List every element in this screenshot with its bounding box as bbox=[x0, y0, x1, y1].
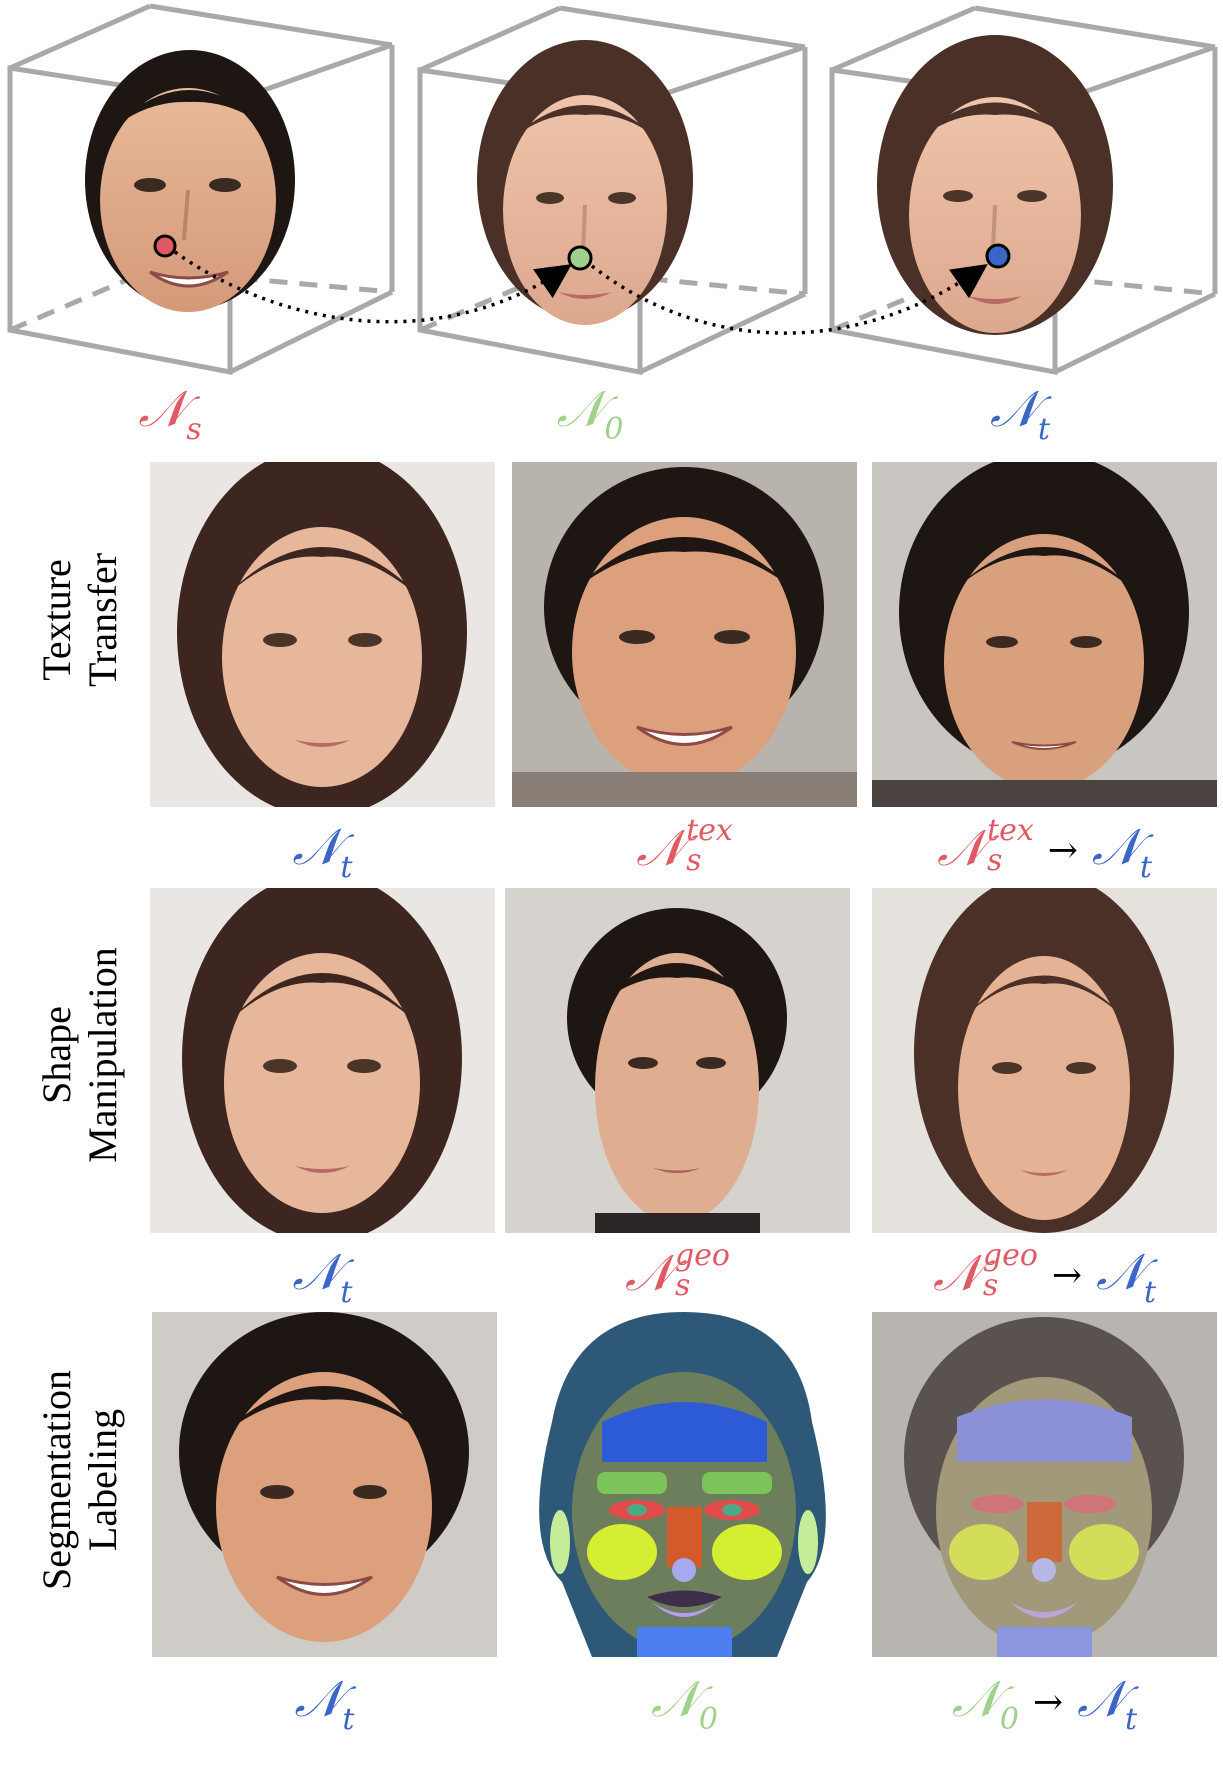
caption-shape-target: 𝒩t bbox=[150, 1242, 495, 1310]
row-label-line2: Manipulation bbox=[80, 947, 125, 1163]
row-label-line1: Texture bbox=[34, 559, 79, 681]
caption-symbol: 𝒩 bbox=[292, 1242, 341, 1301]
caption-segmentation-target: 𝒩t bbox=[152, 1669, 497, 1737]
image-segmentation-map bbox=[512, 1312, 857, 1657]
image-texture-result bbox=[872, 462, 1217, 807]
label-source: 𝒩s bbox=[90, 379, 250, 447]
caption-sub: 0 bbox=[698, 1701, 718, 1737]
cube-row-graphic bbox=[7, 3, 1218, 376]
caption-segmentation-result: 𝒩0→𝒩t bbox=[872, 1669, 1217, 1737]
caption-sub: 0 bbox=[999, 1701, 1019, 1737]
caption-symbol: 𝒩 bbox=[294, 1669, 343, 1728]
image-shape-source bbox=[505, 888, 850, 1233]
caption-sub: t bbox=[1125, 1701, 1138, 1737]
caption-arrow: → bbox=[1047, 829, 1078, 871]
image-shape-result bbox=[872, 888, 1217, 1233]
caption-symbol: 𝒩 bbox=[1077, 1669, 1125, 1728]
cube-canonical bbox=[417, 5, 808, 376]
image-segmentation-result bbox=[872, 1312, 1217, 1657]
caption-symbol: 𝒩 bbox=[932, 1243, 981, 1302]
label-canonical: 𝒩0 bbox=[510, 379, 670, 447]
image-shape-target bbox=[150, 888, 495, 1233]
warp-arrow-source-to-canonical bbox=[173, 250, 572, 324]
caption-arrow: → bbox=[1032, 1681, 1064, 1723]
caption-symbol: 𝒩 bbox=[292, 817, 341, 876]
caption-segmentation-map: 𝒩0 bbox=[512, 1669, 857, 1737]
caption-sub: t bbox=[1143, 1274, 1157, 1310]
caption-arrow: → bbox=[1051, 1254, 1083, 1296]
row-label-line2: Transfer bbox=[80, 552, 125, 688]
caption-sup: geo bbox=[674, 1237, 730, 1273]
caption-sub: t bbox=[340, 849, 353, 885]
caption-sub: s bbox=[674, 1267, 691, 1303]
label-target: 𝒩t bbox=[940, 379, 1100, 447]
label-target-sub: t bbox=[1037, 411, 1050, 447]
caption-symbol: 𝒩 bbox=[951, 1669, 1000, 1728]
label-canonical-symbol: 𝒩 bbox=[556, 379, 605, 438]
cube-row bbox=[0, 0, 1223, 440]
warp-arrow-canonical-to-target bbox=[590, 264, 988, 335]
caption-symbol: 𝒩 bbox=[1096, 1242, 1144, 1301]
image-texture-source bbox=[512, 462, 857, 807]
caption-sub: s bbox=[987, 842, 1003, 878]
caption-sup: geo bbox=[982, 1237, 1038, 1273]
label-source-symbol: 𝒩 bbox=[138, 379, 187, 438]
caption-texture-target: 𝒩t bbox=[150, 817, 495, 885]
row-label-line1: Shape bbox=[34, 1006, 79, 1104]
row-label-line2: Labeling bbox=[80, 1408, 125, 1552]
image-segmentation-target bbox=[152, 1312, 497, 1657]
caption-symbol: 𝒩 bbox=[651, 1669, 699, 1728]
caption-sub: s bbox=[982, 1267, 999, 1303]
row-label-line1: Segmentation bbox=[34, 1370, 79, 1590]
caption-symbol: 𝒩 bbox=[625, 1243, 673, 1302]
caption-symbol: 𝒩 bbox=[636, 818, 685, 877]
caption-sup: tex bbox=[987, 812, 1034, 848]
caption-sub: t bbox=[1139, 849, 1152, 885]
cube-target bbox=[829, 5, 1218, 376]
caption-sub: s bbox=[686, 842, 702, 878]
caption-symbol: 𝒩 bbox=[1091, 817, 1140, 876]
label-source-sub: s bbox=[186, 411, 202, 447]
label-target-symbol: 𝒩 bbox=[990, 379, 1038, 438]
label-canonical-sub: 0 bbox=[604, 411, 624, 447]
caption-sub: t bbox=[340, 1274, 353, 1310]
caption-sub: t bbox=[342, 1701, 355, 1737]
caption-symbol: 𝒩 bbox=[937, 818, 986, 877]
image-texture-target bbox=[150, 462, 495, 807]
cube-source bbox=[7, 3, 395, 376]
caption-sup: tex bbox=[686, 812, 733, 848]
